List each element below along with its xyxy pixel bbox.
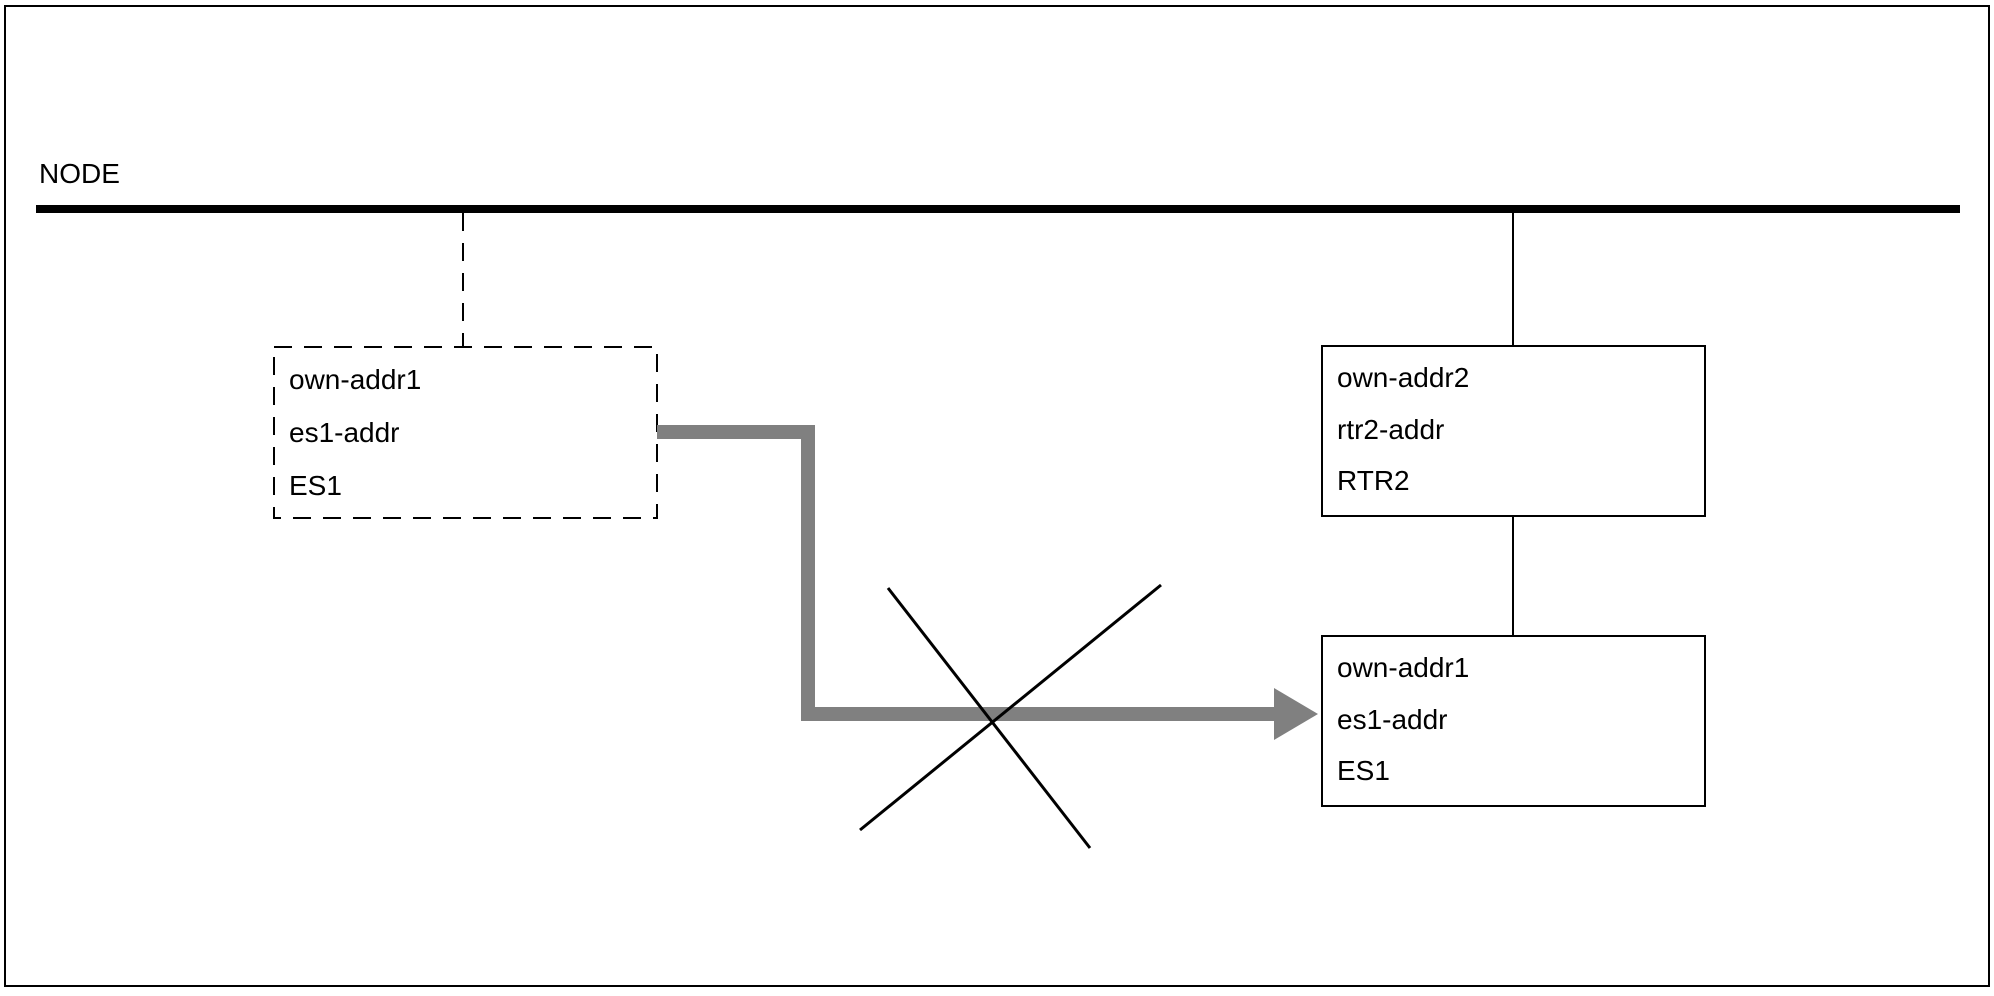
node-label: NODE bbox=[39, 158, 120, 189]
moved-es1-es-addr: es1-addr bbox=[289, 417, 400, 448]
moved-es1-own-addr: own-addr1 bbox=[289, 364, 422, 395]
es1-own-addr: own-addr1 bbox=[1337, 652, 1470, 683]
moved-es1-box bbox=[273, 346, 658, 519]
cross-mark-line-a bbox=[886, 587, 1092, 849]
es1-name: ES1 bbox=[1337, 755, 1390, 786]
rtr2-rtr-addr: rtr2-addr bbox=[1337, 414, 1445, 445]
diagram-frame bbox=[4, 5, 1990, 987]
es1-es-addr: es1-addr bbox=[1337, 704, 1448, 735]
es1-box bbox=[1321, 635, 1706, 807]
route-arrow-path bbox=[657, 425, 1276, 721]
rtr2-own-addr: own-addr2 bbox=[1337, 362, 1470, 393]
moved-es1-name: ES1 bbox=[289, 470, 342, 501]
rtr2-name: RTR2 bbox=[1337, 465, 1410, 496]
cross-mark-line-b bbox=[859, 583, 1162, 832]
route-arrow-head bbox=[1274, 688, 1318, 740]
